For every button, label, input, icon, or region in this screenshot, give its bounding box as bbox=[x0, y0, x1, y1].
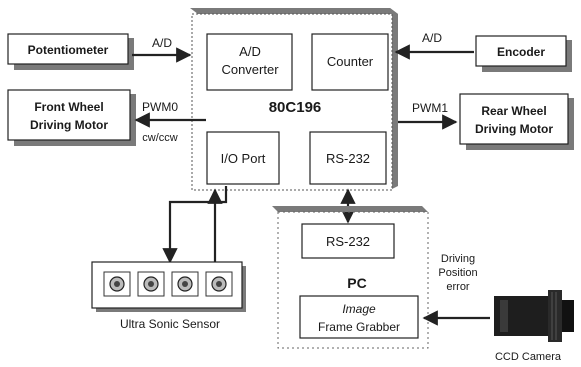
driving-error-line1: Driving bbox=[441, 253, 475, 265]
cw-ccw-label: cw/ccw bbox=[142, 132, 178, 144]
driving-error-line3: error bbox=[446, 281, 470, 293]
counter-box: Counter bbox=[311, 33, 389, 91]
sensor-element-1 bbox=[103, 271, 131, 297]
svg-text:Front Wheel: Front Wheel bbox=[34, 100, 103, 114]
ccd-camera-icon bbox=[494, 290, 574, 342]
front-motor-box: Front Wheel Driving Motor bbox=[7, 89, 136, 146]
driving-error-line2: Position bbox=[438, 267, 477, 279]
ad-converter-box: A/D Converter bbox=[206, 33, 293, 91]
mcu-rs232-box: RS-232 bbox=[309, 131, 387, 185]
encoder-box: Encoder bbox=[475, 35, 572, 72]
camera-label: CCD Camera bbox=[495, 351, 562, 363]
pc-top-hatch bbox=[272, 206, 428, 212]
rear-motor-box: Rear Wheel Driving Motor bbox=[459, 93, 574, 150]
sensor-element-4 bbox=[205, 271, 233, 297]
svg-text:Driving Motor: Driving Motor bbox=[30, 118, 108, 132]
pc-block: PC Image Frame Grabber bbox=[277, 211, 429, 349]
ultrasonic-sensor-block bbox=[91, 261, 246, 312]
pwm0-label: PWM0 bbox=[142, 100, 178, 114]
mcu-label: 80C196 bbox=[269, 99, 322, 116]
svg-text:Rear Wheel: Rear Wheel bbox=[481, 104, 546, 118]
pc-rs232-box: RS-232 bbox=[301, 223, 395, 259]
svg-text:Frame Grabber: Frame Grabber bbox=[318, 320, 400, 334]
potentiometer-box: Potentiometer bbox=[7, 33, 134, 70]
io-port-box: I/O Port bbox=[206, 131, 280, 185]
ad-right-label: A/D bbox=[422, 31, 442, 45]
svg-text:RS-232: RS-232 bbox=[326, 151, 370, 166]
svg-text:A/D: A/D bbox=[239, 44, 261, 59]
svg-text:Driving Motor: Driving Motor bbox=[475, 122, 553, 136]
io-to-sensor-arrow bbox=[162, 186, 228, 264]
svg-text:RS-232: RS-232 bbox=[326, 234, 370, 249]
svg-text:Image: Image bbox=[342, 302, 376, 316]
sensor-label: Ultra Sonic Sensor bbox=[120, 317, 220, 331]
pwm1-label: PWM1 bbox=[412, 101, 448, 115]
sensor-element-2 bbox=[137, 271, 165, 297]
sensor-element-3 bbox=[171, 271, 199, 297]
svg-text:I/O Port: I/O Port bbox=[221, 151, 266, 166]
ad-left-label: A/D bbox=[152, 36, 172, 50]
svg-text:Encoder: Encoder bbox=[497, 45, 545, 59]
svg-text:Converter: Converter bbox=[221, 62, 279, 77]
pc-label: PC bbox=[347, 275, 366, 291]
svg-text:Potentiometer: Potentiometer bbox=[28, 43, 109, 57]
svg-text:Counter: Counter bbox=[327, 54, 374, 69]
